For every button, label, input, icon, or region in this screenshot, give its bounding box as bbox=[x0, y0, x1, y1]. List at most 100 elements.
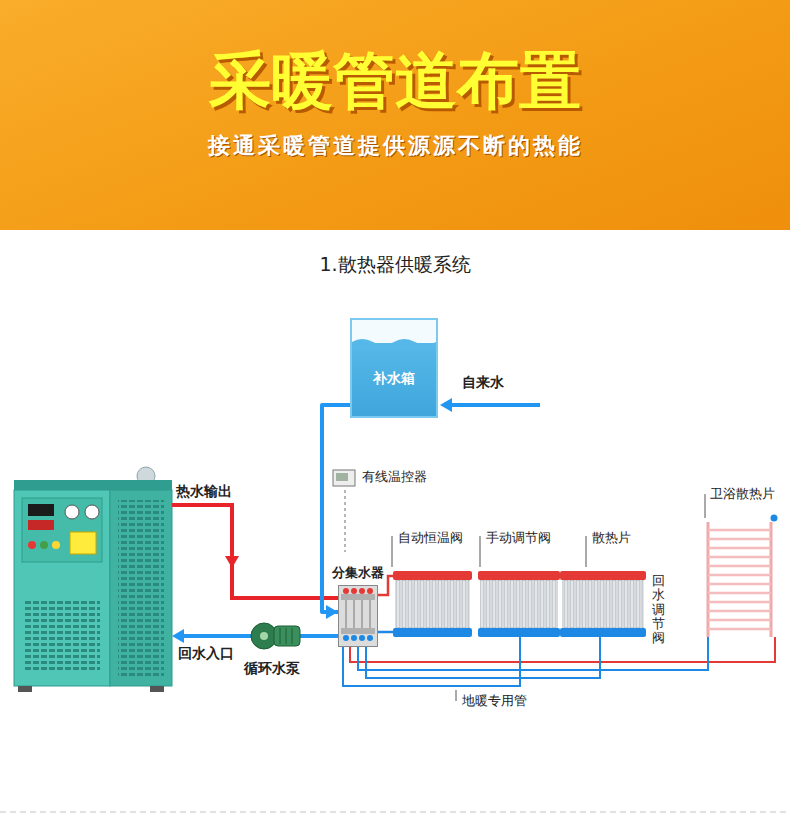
bottom-divider bbox=[0, 812, 790, 813]
water-wave bbox=[352, 334, 436, 350]
arrowhead bbox=[172, 629, 184, 643]
valve-knob bbox=[351, 635, 357, 641]
button bbox=[28, 541, 36, 549]
pipe-line bbox=[312, 634, 338, 638]
front-vents bbox=[24, 600, 100, 670]
hot-water-pipe bbox=[172, 505, 338, 598]
part-label: 有线温控器 bbox=[362, 469, 427, 485]
valve-knob bbox=[343, 635, 349, 641]
electric-boiler bbox=[14, 467, 172, 692]
section-heading: 1.散热器供暖系统 bbox=[0, 253, 790, 277]
part-label: 卫浴散热片 bbox=[710, 486, 775, 502]
rung bbox=[708, 592, 771, 595]
return-pipe bbox=[182, 634, 232, 638]
vent-valve bbox=[771, 515, 778, 522]
motor-fin bbox=[286, 628, 287, 644]
subtitle: 接通采暖管道提供源源不断的热能 bbox=[0, 132, 790, 160]
rung bbox=[708, 619, 771, 622]
rung bbox=[708, 628, 771, 631]
gauge bbox=[85, 505, 99, 519]
button bbox=[40, 541, 48, 549]
rung bbox=[708, 583, 771, 586]
leader-line bbox=[586, 536, 587, 567]
radiator-fins bbox=[562, 580, 644, 628]
manifold-bar bbox=[341, 628, 375, 634]
tank-label: 补水箱 bbox=[352, 370, 436, 388]
arrowhead bbox=[440, 398, 452, 412]
part-label: 回水调节阀 bbox=[652, 574, 665, 645]
control-panel bbox=[22, 498, 102, 562]
valve-knob bbox=[351, 588, 357, 594]
pump-motor bbox=[274, 626, 300, 646]
side-vents bbox=[118, 500, 164, 676]
pipe-connector bbox=[312, 636, 338, 637]
radiator-fins bbox=[480, 580, 558, 628]
part-label: 地暖专用管 bbox=[462, 693, 527, 709]
boiler-side bbox=[110, 490, 172, 686]
rung bbox=[708, 538, 771, 541]
boiler-front bbox=[14, 490, 110, 686]
pump-hub bbox=[260, 632, 268, 640]
radiator-header bbox=[478, 571, 560, 580]
node-box: 补水箱 bbox=[350, 318, 438, 418]
gauge bbox=[65, 505, 79, 519]
pump-symbol bbox=[232, 614, 312, 658]
valve-knob bbox=[359, 588, 365, 594]
manifold-valves bbox=[339, 586, 377, 646]
manifold-label: 分集水器 bbox=[330, 564, 386, 582]
valve-knob bbox=[359, 635, 365, 641]
valve-stem bbox=[345, 600, 347, 628]
part-label: 自动恒温阀 bbox=[398, 530, 463, 546]
valve-knob bbox=[343, 588, 349, 594]
radiator-header bbox=[393, 571, 472, 580]
rung bbox=[708, 574, 771, 577]
boiler-foot bbox=[18, 686, 32, 692]
thermostat bbox=[333, 470, 355, 486]
rung bbox=[708, 565, 771, 568]
thermostat-wire bbox=[344, 490, 345, 552]
rung bbox=[708, 556, 771, 559]
water-surface bbox=[352, 339, 436, 350]
display bbox=[28, 520, 54, 530]
boiler-top bbox=[14, 480, 172, 490]
radiator-footer bbox=[393, 628, 472, 637]
boiler-foot bbox=[150, 686, 164, 692]
pump-label: 循环水泵 bbox=[232, 660, 312, 678]
rung bbox=[708, 547, 771, 550]
radiator-header bbox=[560, 571, 646, 580]
leader-line bbox=[456, 690, 457, 701]
radiator-group bbox=[393, 571, 646, 637]
part-label: 散热片 bbox=[592, 530, 631, 546]
valve-stem bbox=[361, 600, 363, 628]
leader-line bbox=[392, 536, 393, 567]
tap-water-pipe bbox=[450, 403, 540, 407]
button bbox=[52, 541, 60, 549]
thermostat-display bbox=[336, 473, 348, 481]
floor-pipe bbox=[350, 637, 775, 662]
radiator-footer bbox=[478, 628, 560, 637]
radiator-footer bbox=[560, 628, 646, 637]
valve-knob bbox=[367, 635, 373, 641]
pipe-label: 热水输出 bbox=[176, 483, 232, 501]
manifold-bar bbox=[341, 594, 375, 600]
leader-line bbox=[480, 536, 481, 567]
pipe-label: 自来水 bbox=[462, 374, 504, 392]
node-box: 循环水泵 bbox=[232, 614, 312, 678]
rung bbox=[708, 601, 771, 604]
leader-line bbox=[705, 494, 706, 518]
arrowhead bbox=[225, 556, 239, 568]
pipe-label: 回水入口 bbox=[178, 645, 234, 663]
valve-knob bbox=[367, 588, 373, 594]
arrowhead bbox=[326, 605, 338, 619]
towel-radiator bbox=[708, 515, 778, 638]
valve-stem bbox=[369, 600, 371, 628]
part-label: 手动调节阀 bbox=[486, 530, 551, 546]
radiator-fins bbox=[395, 580, 470, 628]
return-pipe bbox=[378, 631, 393, 634]
motor-fin bbox=[280, 628, 281, 644]
node-box: 分集水器 bbox=[338, 585, 378, 647]
page-title: 采暖管道布置 bbox=[0, 44, 790, 118]
valve-stem bbox=[353, 600, 355, 628]
rung bbox=[708, 529, 771, 532]
warning-sticker bbox=[70, 532, 96, 554]
